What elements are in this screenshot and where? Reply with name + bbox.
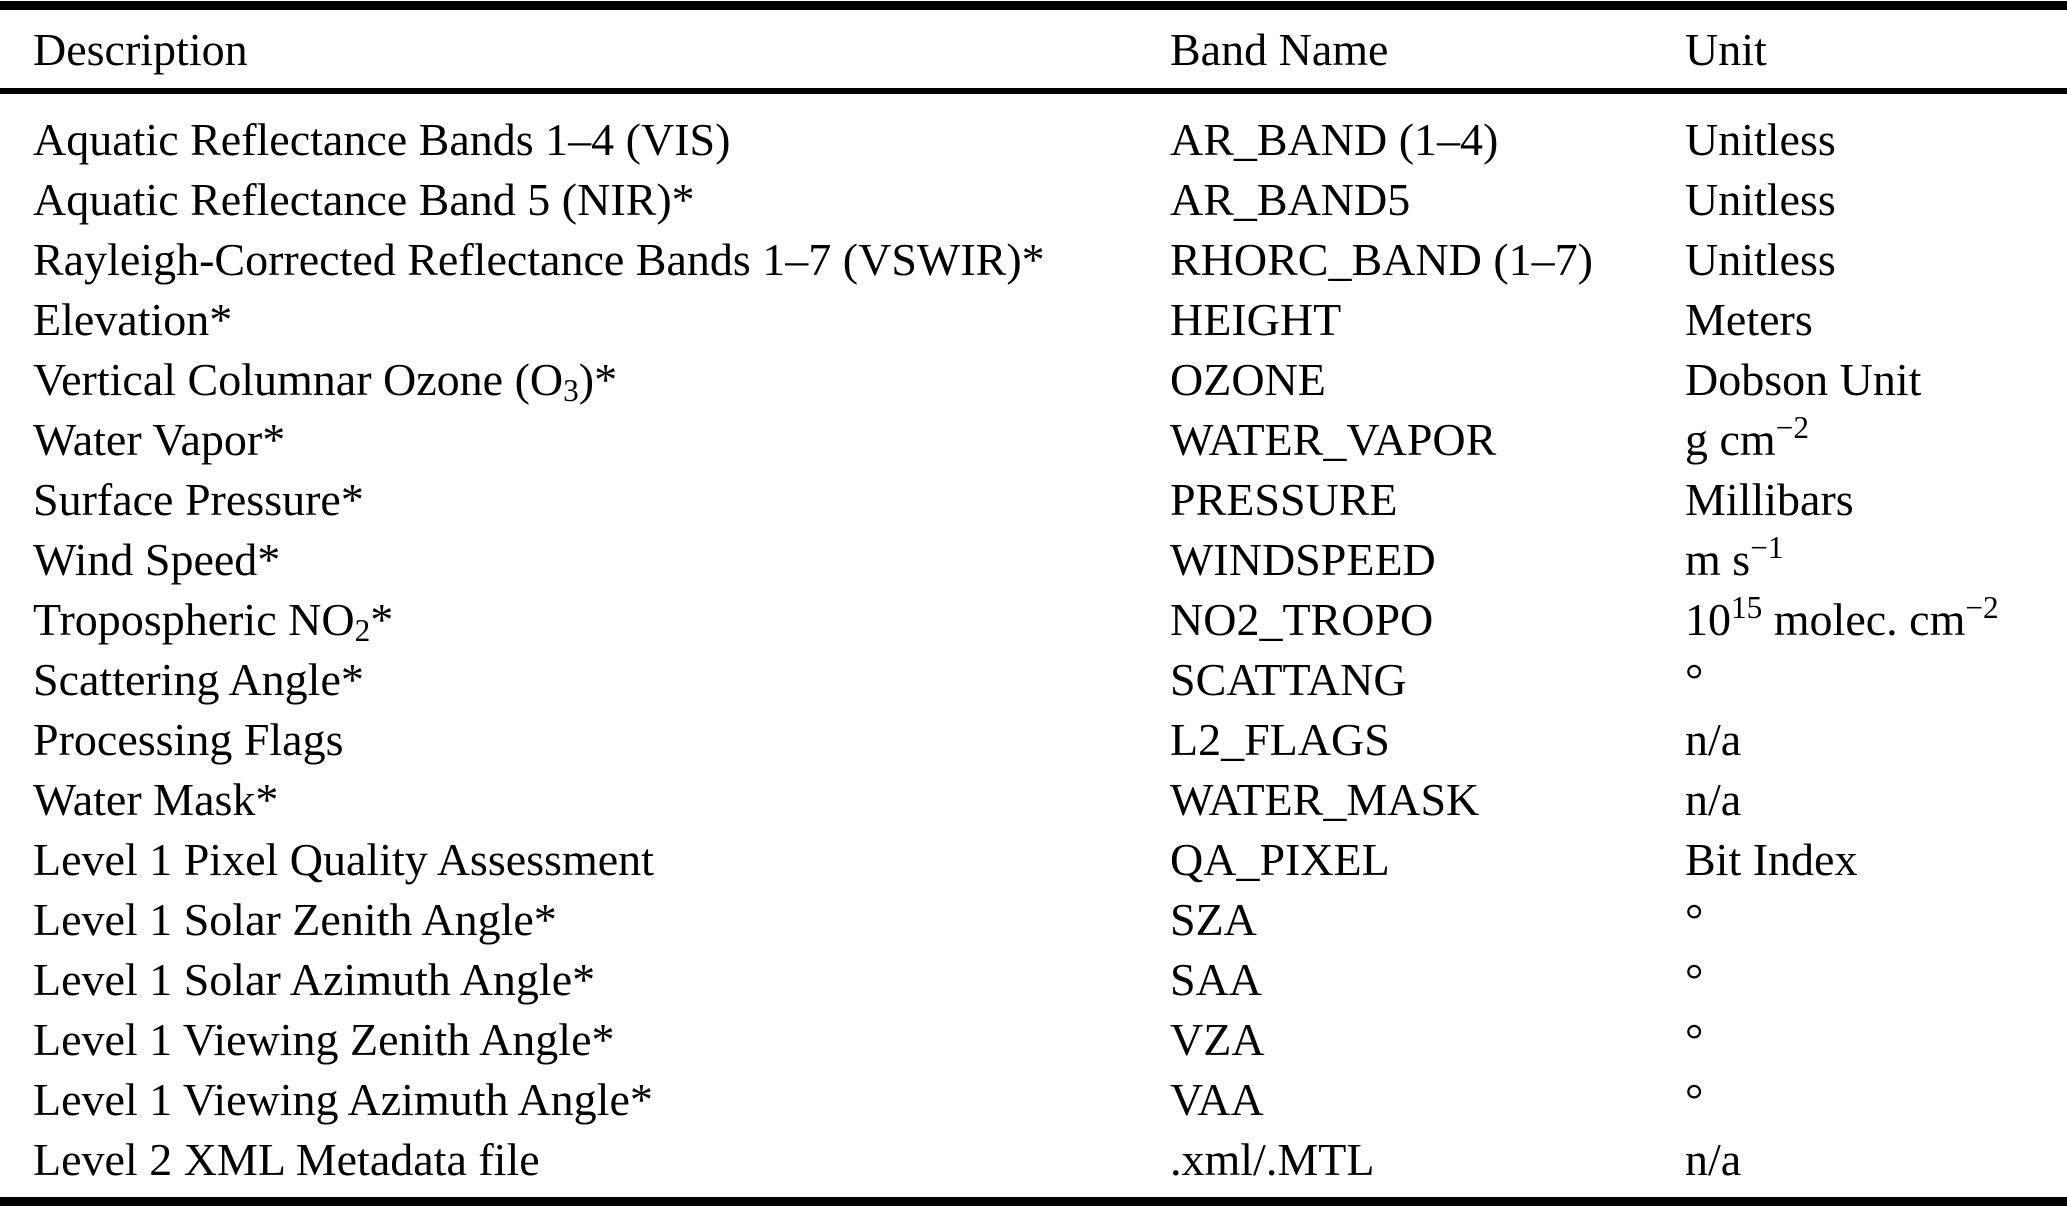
cell-unit: n/a [1685,774,1742,825]
cell-unit: Unitless [1685,174,1836,225]
table-row: Wind Speed* WINDSPEED m s−1 [0,530,2067,590]
cell-description: Elevation* [33,294,233,345]
cell-band-name: VZA [1170,1014,1265,1065]
cell-description: Tropospheric NO2* [33,594,394,648]
cell-description: Surface Pressure* [33,474,364,525]
col-header-description: Description [33,23,248,75]
table-row: Tropospheric NO2* NO2_TROPO 1015 molec. … [0,590,2067,650]
header-separator-rule [0,88,2067,94]
cell-description: Aquatic Reflectance Bands 1–4 (VIS) [33,114,731,165]
cell-unit: n/a [1685,714,1742,765]
cell-description: Level 2 XML Metadata file [33,1134,540,1185]
table-row: Level 1 Viewing Zenith Angle* VZA ° [0,1010,2067,1070]
cell-band-name: SAA [1170,954,1263,1005]
cell-unit: Unitless [1685,234,1836,285]
table-row: Level 1 Solar Zenith Angle* SZA ° [0,890,2067,950]
cell-description: Processing Flags [33,714,344,765]
cell-band-name: SCATTANG [1170,654,1407,705]
cell-description: Level 1 Viewing Azimuth Angle* [33,1074,653,1125]
cell-band-name: .xml/.MTL [1170,1134,1375,1185]
table-top-rule [0,1,2067,10]
table-row: Water Mask* WATER_MASK n/a [0,770,2067,830]
cell-band-name: NO2_TROPO [1170,594,1434,645]
table-row: Aquatic Reflectance Bands 1–4 (VIS) AR_B… [0,88,2067,170]
table-row: Rayleigh-Corrected Reflectance Bands 1–7… [0,230,2067,290]
cell-description: Level 1 Solar Zenith Angle* [33,894,557,945]
header-row: Description Band Name Unit [0,10,2067,88]
cell-description: Rayleigh-Corrected Reflectance Bands 1–7… [33,234,1045,285]
cell-unit: ° [1685,894,1704,945]
band-products-table: Description Band Name Unit Aquatic Refle… [0,10,2067,1190]
cell-band-name: PRESSURE [1170,474,1398,525]
cell-band-name: AR_BAND (1–4) [1170,114,1499,165]
cell-band-name: VAA [1170,1074,1264,1125]
cell-band-name: L2_FLAGS [1170,714,1390,765]
cell-unit: ° [1685,654,1704,705]
table-row: Level 1 Viewing Azimuth Angle* VAA ° [0,1070,2067,1130]
cell-unit: ° [1685,954,1704,1005]
cell-unit: Millibars [1685,474,1854,525]
cell-unit: 1015 molec. cm−2 [1685,589,1999,645]
table-row: Scattering Angle* SCATTANG ° [0,650,2067,710]
cell-description: Level 1 Viewing Zenith Angle* [33,1014,615,1065]
cell-description: Level 1 Pixel Quality Assessment [33,834,654,885]
cell-unit: ° [1685,1074,1704,1125]
cell-unit: m s−1 [1685,529,1784,585]
cell-unit: Dobson Unit [1685,354,1922,405]
cell-description: Scattering Angle* [33,654,364,705]
cell-band-name: SZA [1170,894,1257,945]
cell-band-name: HEIGHT [1170,294,1342,345]
col-header-unit: Unit [1685,23,1767,75]
table-row: Level 1 Solar Azimuth Angle* SAA ° [0,950,2067,1010]
cell-band-name: WATER_VAPOR [1170,414,1497,465]
cell-description: Aquatic Reflectance Band 5 (NIR)* [33,174,695,225]
table-row: Processing Flags L2_FLAGS n/a [0,710,2067,770]
table-row: Level 2 XML Metadata file .xml/.MTL n/a [0,1130,2067,1190]
cell-band-name: QA_PIXEL [1170,834,1390,885]
cell-band-name: WINDSPEED [1170,534,1436,585]
cell-unit: n/a [1685,1134,1742,1185]
cell-band-name: RHORC_BAND (1–7) [1170,234,1593,285]
table-row: Elevation* HEIGHT Meters [0,290,2067,350]
table-row: Vertical Columnar Ozone (O3)* OZONE Dobs… [0,350,2067,410]
col-header-band-name: Band Name [1170,23,1389,75]
cell-description: Vertical Columnar Ozone (O3)* [33,354,618,408]
table-bottom-rule [0,1197,2067,1206]
table-row: Surface Pressure* PRESSURE Millibars [0,470,2067,530]
cell-band-name: AR_BAND5 [1170,174,1411,225]
table-row: Level 1 Pixel Quality Assessment QA_PIXE… [0,830,2067,890]
cell-unit: Meters [1685,294,1813,345]
table-row: Aquatic Reflectance Band 5 (NIR)* AR_BAN… [0,170,2067,230]
cell-band-name: WATER_MASK [1170,774,1480,825]
cell-band-name: OZONE [1170,354,1326,405]
cell-unit: Unitless [1685,114,1836,165]
cell-description: Water Vapor* [33,414,286,465]
cell-unit: Bit Index [1685,834,1858,885]
cell-description: Level 1 Solar Azimuth Angle* [33,954,596,1005]
cell-description: Wind Speed* [33,534,281,585]
cell-unit: ° [1685,1014,1704,1065]
table-row: Water Vapor* WATER_VAPOR g cm−2 [0,410,2067,470]
cell-description: Water Mask* [33,774,279,825]
cell-unit: g cm−2 [1685,409,1809,465]
